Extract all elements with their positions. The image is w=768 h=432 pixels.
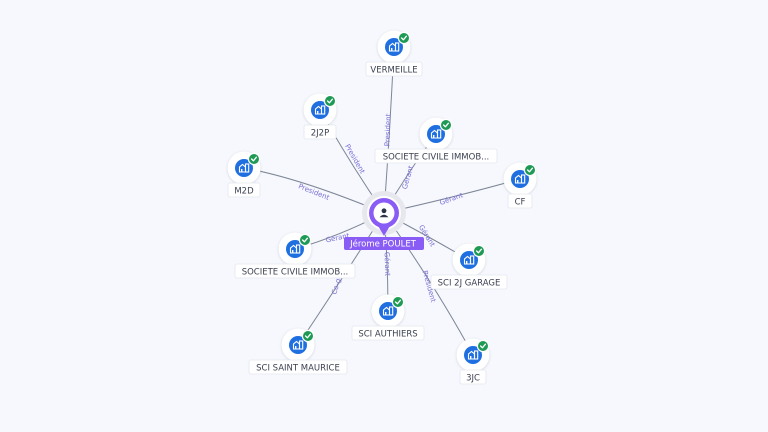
- company-node-sci-immob-1[interactable]: SOCIETE CIVILE IMMOB...: [374, 117, 498, 164]
- node-label-box: [459, 369, 487, 385]
- company-icon: [379, 302, 397, 320]
- company-icon: [385, 38, 403, 56]
- verified-check-icon: [391, 295, 405, 309]
- node-label-box: [430, 274, 508, 290]
- verified-check-icon: [298, 233, 312, 247]
- verified-check-icon: [523, 163, 537, 177]
- company-node-3jc[interactable]: 3JC: [456, 338, 490, 385]
- company-icon: [289, 336, 307, 354]
- verified-check-icon: [397, 31, 411, 45]
- company-icon: [427, 125, 445, 143]
- node-label-box: [507, 193, 533, 209]
- company-icon: [311, 101, 329, 119]
- edge-label: President: [383, 113, 392, 146]
- company-name: SOCIETE CIVILE IMMOB...: [383, 153, 490, 163]
- company-name: M2D: [234, 187, 254, 197]
- company-node-2j2p[interactable]: 2J2P: [303, 93, 337, 140]
- company-node-m2d[interactable]: M2D: [227, 151, 261, 198]
- person-node[interactable]: Jérome POULET: [344, 191, 424, 250]
- node-label-box: [374, 148, 498, 164]
- company-name: SCI 2J GARAGE: [438, 279, 501, 289]
- edge-label: Gérant: [401, 165, 415, 191]
- company-icon: [235, 159, 253, 177]
- company-name: 3JC: [466, 374, 480, 384]
- node-label-box: [227, 182, 261, 198]
- company-name: 2J2P: [311, 129, 329, 139]
- edge-label: Gérant: [439, 191, 465, 207]
- person-icon: [379, 208, 389, 218]
- edge-label: Gérant: [383, 252, 392, 277]
- node-label-box: [234, 263, 356, 279]
- company-name: CF: [515, 198, 526, 208]
- company-node-vermeille[interactable]: VERMEILLE: [365, 30, 423, 77]
- company-icon: [464, 346, 482, 364]
- edge-label: President: [297, 182, 331, 202]
- company-node-sci-saint-maurice[interactable]: SCI SAINT MAURICE: [248, 328, 348, 375]
- verified-check-icon: [323, 94, 337, 108]
- company-icon: [511, 170, 529, 188]
- person-label-box: [344, 237, 424, 250]
- node-label-box: [248, 359, 348, 375]
- edge-label: President: [343, 143, 366, 175]
- node-label-box: [365, 61, 423, 77]
- person-name: Jérome POULET: [349, 239, 417, 250]
- company-node-cf[interactable]: CF: [503, 162, 537, 209]
- verified-check-icon: [476, 339, 490, 353]
- company-icon: [286, 240, 304, 258]
- node-label-box: [303, 124, 337, 140]
- company-node-sci-2j-garage[interactable]: SCI 2J GARAGE: [430, 243, 508, 290]
- company-node-sci-immob-2[interactable]: SOCIETE CIVILE IMMOB...: [234, 232, 356, 279]
- company-icon: [460, 251, 478, 269]
- verified-check-icon: [472, 244, 486, 258]
- company-name: SCI AUTHIERS: [358, 330, 417, 340]
- verified-check-icon: [439, 118, 453, 132]
- company-name: SOCIETE CIVILE IMMOB...: [242, 268, 349, 278]
- node-label-box: [351, 325, 425, 341]
- verified-check-icon: [301, 329, 315, 343]
- verified-check-icon: [247, 152, 261, 166]
- edge-m2d: President: [243, 167, 385, 214]
- company-name: VERMEILLE: [370, 66, 417, 76]
- company-name: SCI SAINT MAURICE: [256, 364, 340, 374]
- company-node-sci-authiers[interactable]: SCI AUTHIERS: [351, 294, 425, 341]
